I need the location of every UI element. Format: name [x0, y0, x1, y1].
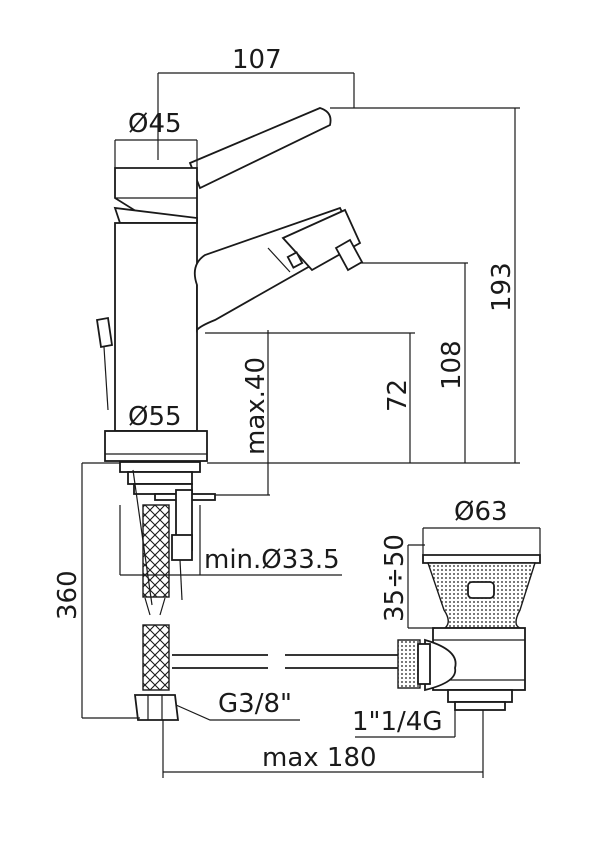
- label-max-180: max 180: [262, 743, 377, 773]
- base-ring: [104, 430, 208, 462]
- label-dia-63: Ø63: [454, 497, 508, 527]
- label-min-33-5: min.Ø33.5: [204, 545, 340, 575]
- dimension-lines: [81, 72, 541, 778]
- label-width-107: 107: [232, 45, 282, 75]
- hose-nut: [133, 694, 180, 721]
- label-dia-45: Ø45: [128, 109, 182, 139]
- label-height-72: 72: [383, 379, 413, 412]
- connector-nut: [397, 639, 421, 689]
- label-max-40: max.40: [241, 357, 271, 455]
- label-height-108: 108: [437, 340, 467, 390]
- label-range-35-50: 35÷50: [380, 534, 410, 622]
- label-dia-55: Ø55: [128, 402, 182, 432]
- label-thread-g38: G3/8": [218, 689, 292, 719]
- faucet-body: [95, 107, 398, 721]
- label-height-193: 193: [487, 262, 517, 312]
- waste-drain: [397, 554, 541, 711]
- dimension-labels: 107 Ø45 193 108 72 max.40 Ø55 min.Ø33.5 …: [53, 45, 517, 773]
- drain-flange: [422, 554, 541, 564]
- label-thread-1-1-4g: 1"1/4G: [352, 707, 443, 737]
- aerator: [281, 208, 362, 272]
- lever-handle: [188, 107, 332, 190]
- label-length-360: 360: [53, 570, 83, 620]
- braided-hose-lower: [142, 624, 170, 691]
- popup-rod: [95, 316, 114, 349]
- body-column: [114, 222, 198, 432]
- braided-hose-upper: [142, 504, 170, 598]
